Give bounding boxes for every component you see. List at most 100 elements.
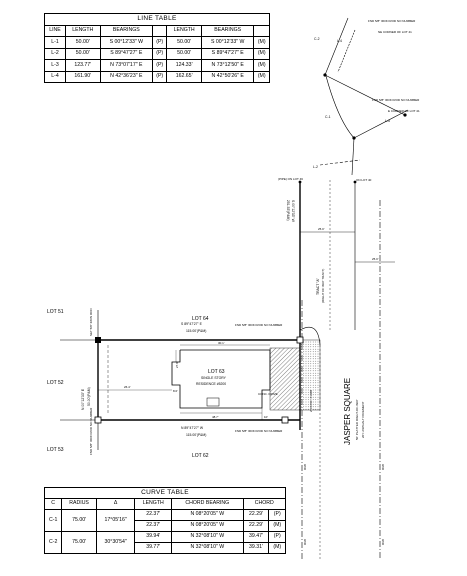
- lot-64-label: LOT 64: [192, 316, 209, 322]
- rod-note-se: FND 5/8" IRON ROD NO NUMBER: [235, 429, 283, 433]
- table-cell: (P): [152, 36, 168, 49]
- header-cell: BEARINGS: [99, 24, 154, 37]
- curb-label: 2' CONC. CURB: [309, 390, 313, 412]
- table-cell: 30°30'54": [95, 531, 136, 554]
- curve-table-header: C RADIUS Δ LENGTH CHORD BEARING CHORD: [43, 498, 287, 510]
- line-table: LINE TABLE LINE LENGTH BEARINGS LENGTH B…: [44, 13, 270, 83]
- l4-label: L-4: [337, 39, 342, 43]
- concrete-drive: [269, 347, 301, 411]
- row-mark: R/W: [303, 539, 307, 545]
- iron-rod-marker: [403, 113, 407, 117]
- porch: [206, 397, 220, 407]
- table-cell: 22.37': [134, 509, 173, 521]
- table-cell: L-4: [44, 70, 66, 83]
- table-cell: (M): [268, 520, 286, 532]
- iron-rod-marker: [353, 180, 357, 184]
- table-cell: 75.00': [61, 531, 97, 554]
- header-cell: CHORD: [242, 498, 287, 510]
- table-cell: (P): [268, 531, 286, 543]
- table-cell: (P): [152, 70, 168, 83]
- header-cell: BEARINGS: [200, 24, 255, 37]
- table-cell: 50.00': [64, 36, 101, 49]
- header-cell: Δ: [95, 498, 136, 510]
- corner-markers: [94, 336, 304, 424]
- table-cell: N 42°50'26" E: [200, 70, 255, 83]
- right-of-way-label: 50' PLATTED RIGHT-OF-WAY: [355, 399, 359, 440]
- table-cell: (M): [253, 36, 270, 49]
- iron-rod-marker: [352, 136, 356, 140]
- lot-52-label: LOT 52: [47, 380, 64, 386]
- dim-10: 10': [264, 415, 268, 419]
- tie-markers: [298, 73, 407, 184]
- table-cell: 22.29': [242, 520, 270, 532]
- rod-note-nw: SET 5/8" IRON ROD: [89, 307, 93, 336]
- curve-table-title: CURVE TABLE: [44, 487, 286, 499]
- north-bearing: S 89°47'27" E: [181, 322, 203, 326]
- table-cell: N 32°08'10" W: [171, 542, 244, 554]
- table-cell: 75.00': [61, 509, 97, 532]
- table-cell: L-3: [44, 59, 66, 72]
- header-cell: RADIUS: [61, 498, 97, 510]
- iron-rod-marker: [323, 73, 327, 77]
- west-length: 50.00'(P&M): [87, 387, 91, 406]
- dim-25-0-b: 25.0': [372, 257, 379, 261]
- table-cell: 161.90': [64, 70, 101, 83]
- row-mark: R/W: [303, 464, 307, 470]
- l2-label: L-2: [313, 165, 318, 169]
- table-cell: C-2: [43, 531, 63, 554]
- table-cell: 50.00': [64, 47, 101, 60]
- east-length: 251.53'(P&M): [286, 200, 290, 221]
- rod-note-sw: FND 5/8" IRON ROD NO NUMBER: [89, 407, 93, 455]
- dim-48-7: 48.7': [212, 415, 219, 419]
- lot-62-label: LOT 62: [192, 453, 209, 459]
- table-cell: 22.37': [134, 520, 173, 532]
- residence-label: RESIDENCE #5200: [196, 382, 226, 386]
- header-cell: [253, 24, 270, 37]
- header-cell: [152, 24, 168, 37]
- lot-40-note: ON LOT 40: [356, 178, 372, 182]
- pipe-marker: [298, 180, 302, 184]
- iron-rod-marker: [296, 336, 304, 344]
- tract-a-label: TRACT "A": [316, 277, 320, 295]
- plan-labels: LOT 64 LOT 62 LOT 51 LOT 52 LOT 53 LOT 6…: [47, 19, 420, 545]
- rod-note-ne-corner: NE CORNER OF LOT 41: [378, 30, 412, 34]
- table-cell: 39.31': [242, 542, 270, 554]
- dim-8-0: 8.0': [173, 389, 178, 393]
- east-bearing: S 00°12'33" W: [291, 200, 295, 223]
- table-cell: 39.94': [134, 531, 173, 543]
- lot-53-label: LOT 53: [47, 447, 64, 453]
- table-cell: 17°05'16": [95, 509, 136, 532]
- north-length: 115.00'(P&M): [186, 329, 206, 333]
- header-cell: LENGTH: [64, 24, 101, 37]
- tract-a-sub: (RIGHT OF WAY TRACT): [321, 269, 325, 303]
- table-cell: (M): [253, 70, 270, 83]
- header-cell: C: [43, 498, 63, 510]
- table-cell: N 08°20'05" W: [171, 520, 244, 532]
- table-cell: N 08°20'05" W: [171, 509, 244, 521]
- table-cell: (M): [253, 47, 270, 60]
- single-story-label: SINGLE STORY: [201, 376, 227, 380]
- south-bearing: N 89°47'27" W: [181, 426, 204, 430]
- rod-note-top: FND 5/8" IRON ROD NO NUMBER: [368, 19, 416, 23]
- table-cell: L-2: [44, 47, 66, 60]
- curb-strip: [299, 339, 321, 411]
- dim-26-4: 26.4': [124, 385, 131, 389]
- upper-tie-lines: [299, 17, 409, 560]
- iron-rod-marker: [95, 337, 101, 343]
- table-cell: 39.77': [134, 542, 173, 554]
- c1-label: C-1: [325, 115, 331, 119]
- iron-rod-marker: [281, 416, 289, 424]
- table-cell: S 89°47'27" E: [200, 47, 255, 60]
- asphalt-label: 20'± ASPHALT PAVEMENT: [361, 401, 365, 438]
- table-cell: N 32°08'10" W: [171, 531, 244, 543]
- table-cell: 22.29': [242, 509, 270, 521]
- table-cell: C-1: [43, 509, 63, 532]
- west-bearing: N 00°12'33" E: [81, 388, 85, 410]
- row-mark: R/W: [381, 464, 385, 470]
- table-cell: (P): [152, 47, 168, 60]
- table-cell: S 00°12'33" W: [200, 36, 255, 49]
- c2-label: C-2: [314, 37, 320, 41]
- row-mark: R/W: [381, 539, 385, 545]
